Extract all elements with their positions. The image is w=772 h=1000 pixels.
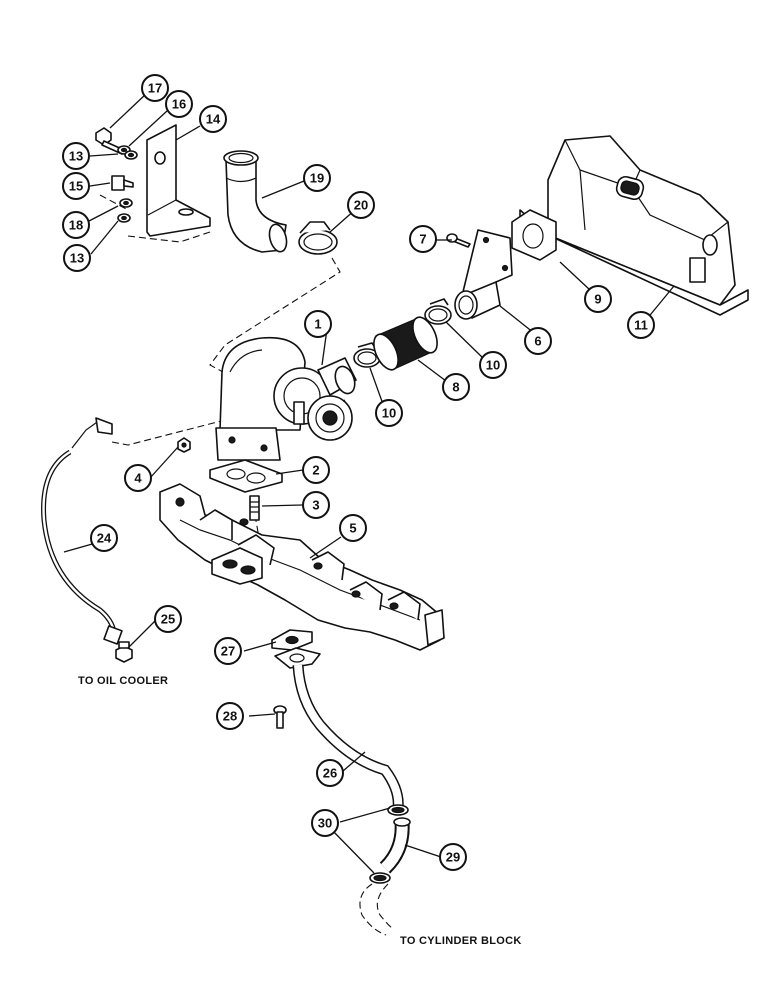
callout-label: 3 [312,498,319,513]
bolt-15 [111,175,134,191]
callout-9: 9 [584,285,612,313]
callout-26: 26 [316,759,344,787]
hose-29 [379,817,411,874]
callout-10-lower: 10 [375,399,403,427]
callout-label: 24 [97,531,112,546]
callout-label: 20 [354,198,368,213]
callout-14: 14 [199,105,227,133]
elbow-19 [223,150,288,253]
callout-16: 16 [165,90,193,118]
intake-elbow-6 [454,229,513,320]
callout-2: 2 [302,456,330,484]
aftercooler-housing-11 [519,135,749,316]
callout-25: 25 [154,605,182,633]
callout-label: 27 [221,644,235,659]
callout-7: 7 [409,225,437,253]
callout-label: 8 [452,380,459,395]
note-to-oil-cooler: TO OIL COOLER [78,675,168,687]
callout-label: 9 [594,292,601,307]
callout-label: 1 [314,317,321,332]
callout-18: 18 [62,211,90,239]
v-band-clamp-20 [298,221,338,255]
stud-3 [249,495,260,521]
leader-lines [63,93,675,874]
callout-label: 10 [382,406,396,421]
washer-18 [119,198,133,208]
callout-label: 14 [206,112,221,127]
callout-29: 29 [439,843,467,871]
callout-3: 3 [302,491,330,519]
screw-28 [273,705,287,729]
callout-label: 15 [69,179,83,194]
callout-label: 10 [486,358,500,373]
note-to-cylinder-block: TO CYLINDER BLOCK [400,935,522,947]
callout-label: 5 [349,521,356,536]
hose-clamp-10-upper [424,298,452,325]
gasket-27 [271,629,313,651]
fitting-25 [115,641,133,663]
callout-label: 13 [69,149,83,164]
callout-label: 30 [318,816,332,831]
hose-clamp-30-lower [369,872,391,884]
callout-27: 27 [214,637,242,665]
gasket-9 [511,209,557,261]
oil-line-24 [41,417,123,645]
callout-30: 30 [311,809,339,837]
washer-13-upper [124,150,138,160]
gasket-2 [209,459,283,493]
callout-28: 28 [216,702,244,730]
callout-6: 6 [524,327,552,355]
exhaust-manifold-5 [159,483,445,651]
screw-7 [446,233,471,248]
callout-1: 1 [304,310,332,338]
callout-label: 29 [446,850,460,865]
callout-label: 18 [69,218,83,233]
washer-13-lower [117,213,131,223]
callout-label: 19 [310,171,324,186]
callout-20: 20 [347,191,375,219]
callout-24: 24 [90,524,118,552]
callout-13-upper: 13 [62,142,90,170]
callout-label: 2 [312,463,319,478]
callout-label: 6 [534,334,541,349]
callout-17: 17 [141,74,169,102]
callout-19: 19 [303,164,331,192]
callout-label: 16 [172,97,186,112]
hose-8 [373,316,438,371]
callout-5: 5 [339,514,367,542]
callout-4: 4 [124,464,152,492]
callout-label: 26 [323,766,337,781]
callout-11: 11 [627,311,655,339]
callout-label: 11 [634,318,648,333]
bracket-14 [146,124,211,237]
nut-4 [177,437,191,453]
callout-label: 28 [223,709,237,724]
callout-10-upper: 10 [479,351,507,379]
callout-label: 7 [419,232,426,247]
cylinder-block-pipe-outline [359,883,393,936]
callout-8: 8 [442,373,470,401]
callout-label: 4 [134,471,142,486]
callout-label: 13 [70,251,84,266]
callout-label: 25 [161,612,175,627]
turbocharger-1 [215,336,357,461]
callout-label: 17 [148,81,162,96]
hose-clamp-30-upper [387,804,409,816]
callout-15: 15 [62,172,90,200]
callout-13-lower: 13 [63,244,91,272]
drain-tube-26 [274,647,404,809]
